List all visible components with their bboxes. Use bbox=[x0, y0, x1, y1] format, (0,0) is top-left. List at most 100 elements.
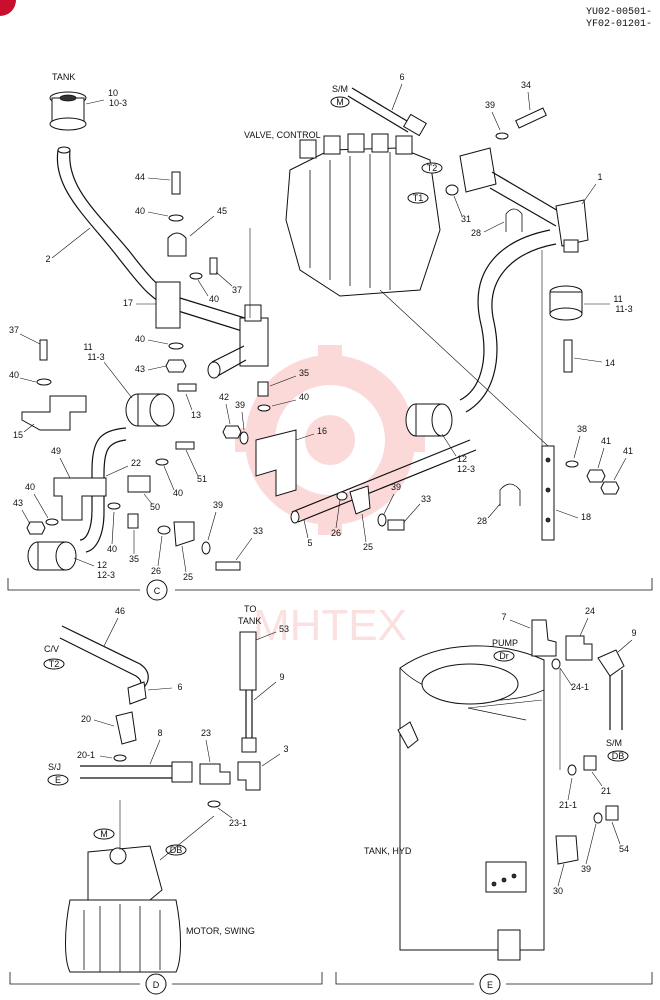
watermark-text: MHTEX bbox=[253, 601, 407, 650]
callout-11-3b: 11-3 bbox=[615, 304, 632, 314]
bolt-51 bbox=[175, 441, 195, 450]
washer-40a bbox=[168, 214, 184, 222]
callout-12-3b: 12-3 bbox=[457, 464, 475, 474]
callout-26a: 26 bbox=[151, 566, 161, 576]
callout-42: 42 bbox=[219, 392, 229, 402]
to-tank-label-2: TANK bbox=[238, 616, 261, 626]
callout-40f: 40 bbox=[25, 482, 35, 492]
callout-43b: 43 bbox=[13, 498, 23, 508]
sj-label: S/J bbox=[48, 762, 61, 772]
callout-15: 15 bbox=[13, 430, 23, 440]
spacer-26a bbox=[157, 525, 171, 535]
callout-28a: 28 bbox=[471, 228, 481, 238]
control-valve-body bbox=[285, 133, 441, 297]
bolt-37b bbox=[39, 339, 48, 361]
callout-d9: 9 bbox=[279, 672, 284, 682]
bracket-17 bbox=[155, 281, 181, 329]
callout-40b: 40 bbox=[209, 294, 219, 304]
spacer-26b bbox=[336, 491, 348, 501]
callout-21-1: 21-1 bbox=[559, 800, 577, 810]
m-badge: M bbox=[100, 829, 108, 839]
bolt-37a bbox=[209, 257, 218, 275]
callout-53: 53 bbox=[279, 624, 289, 634]
callout-d6: 6 bbox=[177, 682, 182, 692]
callout-5: 5 bbox=[307, 538, 312, 548]
callout-e30: 30 bbox=[553, 886, 563, 896]
callout-e9: 9 bbox=[631, 628, 636, 638]
hose-end-6 bbox=[127, 681, 147, 705]
sm-badge: M bbox=[336, 97, 344, 107]
tee-23 bbox=[199, 763, 231, 785]
section-e-label: E bbox=[487, 980, 493, 990]
callout-31: 31 bbox=[461, 214, 471, 224]
callout-d8: 8 bbox=[157, 728, 162, 738]
bolt-33a bbox=[215, 561, 241, 571]
pump-badge: Dr bbox=[499, 651, 509, 661]
callout-24-1: 24-1 bbox=[571, 682, 589, 692]
callout-51: 51 bbox=[197, 474, 207, 484]
callout-35a: 35 bbox=[129, 554, 139, 564]
u-bolt-28b bbox=[499, 483, 521, 506]
section-c: C TANK 10 10-3 2 44 40 45 40 37 bbox=[7, 72, 653, 601]
flange-11a bbox=[125, 393, 175, 427]
cv-label: C/V bbox=[44, 644, 59, 654]
clamp-25a bbox=[173, 521, 195, 547]
section-e: E TANK, HYD PUMP Dr 7 24 24-1 bbox=[335, 606, 653, 995]
callout-22: 22 bbox=[131, 458, 141, 468]
callout-e24: 24 bbox=[585, 606, 595, 616]
callout-26b: 26 bbox=[331, 528, 341, 538]
serial-number-1: YU02-00501- bbox=[586, 7, 652, 18]
bracket-16 bbox=[255, 429, 297, 497]
callout-40e: 40 bbox=[173, 488, 183, 498]
callout-37b: 37 bbox=[9, 325, 19, 335]
callout-20-1: 20-1 bbox=[77, 750, 95, 760]
hose-9-end bbox=[241, 737, 257, 753]
callout-11a: 11 bbox=[83, 342, 92, 352]
hydraulic-pipe-long bbox=[459, 229, 551, 401]
rod-5 bbox=[291, 439, 471, 513]
callout-13: 13 bbox=[191, 410, 201, 420]
t2-badge: T2 bbox=[427, 163, 438, 173]
callout-40h: 40 bbox=[299, 392, 309, 402]
callout-33b: 33 bbox=[421, 494, 431, 504]
sj-badge: E bbox=[55, 775, 61, 785]
callout-e7: 7 bbox=[501, 612, 506, 622]
watermark-logo bbox=[235, 345, 425, 535]
motor-swing-label: MOTOR, SWING bbox=[186, 926, 255, 936]
callout-6: 6 bbox=[399, 72, 404, 82]
callout-39a: 39 bbox=[213, 500, 223, 510]
callout-40a: 40 bbox=[135, 206, 145, 216]
hose-6 bbox=[351, 87, 413, 125]
sm2-badge: DB bbox=[612, 751, 625, 761]
callout-12-3a: 12-3 bbox=[97, 570, 115, 580]
callout-12b: 12 bbox=[457, 454, 467, 464]
clamp-45 bbox=[167, 232, 187, 257]
flange-12b bbox=[405, 403, 453, 437]
callout-12a: 12 bbox=[97, 560, 107, 570]
bolt-33b bbox=[387, 519, 405, 531]
washer-39b bbox=[495, 132, 509, 140]
callout-40c: 40 bbox=[135, 334, 145, 344]
elbow-3 bbox=[237, 761, 261, 791]
u-bolt-28a bbox=[505, 208, 523, 232]
callout-46: 46 bbox=[115, 606, 125, 616]
callout-e21: 21 bbox=[601, 786, 611, 796]
hydraulic-pipe-22 bbox=[79, 427, 127, 541]
tank-label: TANK bbox=[52, 72, 75, 82]
tank-drain-fitting bbox=[497, 929, 521, 961]
callout-28b: 28 bbox=[477, 516, 487, 526]
flange-12a bbox=[27, 541, 77, 571]
bolt-44 bbox=[171, 171, 181, 195]
sm-label: S/M bbox=[332, 84, 348, 94]
callout-11b: 11 bbox=[613, 294, 622, 304]
callout-35b: 35 bbox=[299, 368, 309, 378]
pump-label: PUMP bbox=[492, 638, 518, 648]
callout-e39: 39 bbox=[581, 864, 591, 874]
elbow-1 bbox=[555, 199, 589, 247]
callout-39d: 39 bbox=[391, 482, 401, 492]
section-d-label: D bbox=[153, 980, 160, 990]
hydraulic-tank-body bbox=[397, 645, 545, 951]
callout-41a: 41 bbox=[601, 436, 611, 446]
callout-40d: 40 bbox=[9, 370, 19, 380]
hose-9 bbox=[609, 670, 623, 730]
